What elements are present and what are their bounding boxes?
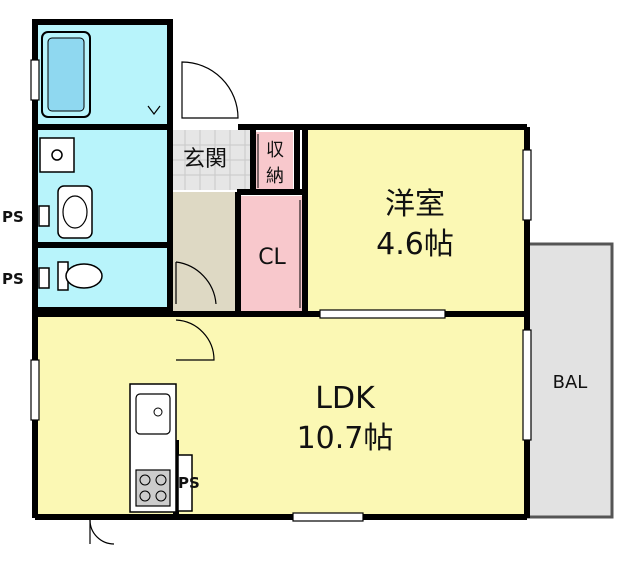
balcony-area <box>526 242 614 519</box>
burner-3 <box>139 490 151 502</box>
western-room-size: 4.6帖 <box>376 227 454 262</box>
stove <box>135 469 171 507</box>
toilet-bowl <box>65 263 103 289</box>
entrance-label: 玄関 <box>183 147 227 172</box>
ps-shaft-kitchen <box>177 454 193 512</box>
closet-label: CL <box>258 245 286 270</box>
sink-drain <box>153 407 163 417</box>
entrance-tile-grid <box>170 130 254 190</box>
storage-fill <box>255 132 293 190</box>
ps-label-toilet: PS <box>2 270 24 288</box>
storage-label-line1: 収 <box>266 140 284 161</box>
ldk-size: 10.7帖 <box>297 421 394 456</box>
windows <box>30 59 532 522</box>
ldk-name: LDK <box>315 381 376 416</box>
washer-drain <box>51 149 63 161</box>
burner-2 <box>155 474 167 486</box>
ps-shaft-toilet <box>38 267 50 289</box>
wash-basin <box>57 185 93 239</box>
burner-4 <box>155 490 167 502</box>
storage-label-line2: 納 <box>266 166 284 187</box>
washer-pan <box>39 137 75 173</box>
western-room-name: 洋室 <box>385 187 445 222</box>
ps-label-washroom: PS <box>2 208 24 226</box>
entrance-floor <box>170 192 238 312</box>
western-room-fill <box>306 130 524 313</box>
balcony-label: BAL <box>553 372 588 393</box>
closet-fill <box>240 196 304 312</box>
kitchen-sink <box>135 393 171 435</box>
ldk-fill <box>35 317 524 514</box>
ps-label-kitchen: PS <box>178 474 200 492</box>
ps-shaft-washroom <box>38 205 50 227</box>
bathtub-inner <box>47 37 85 112</box>
burner-1 <box>139 474 151 486</box>
door-swings <box>89 61 239 545</box>
basin-bowl <box>62 195 88 229</box>
